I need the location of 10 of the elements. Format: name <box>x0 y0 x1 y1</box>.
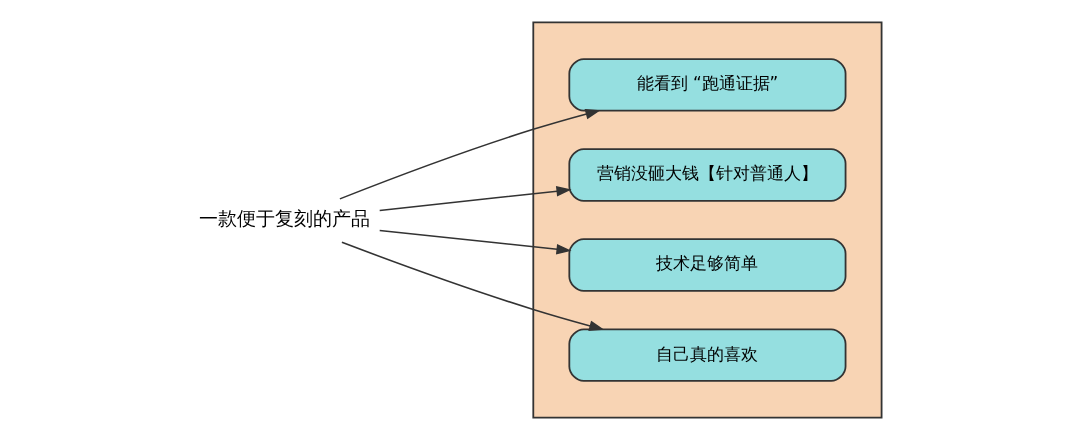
cluster <box>531 21 882 419</box>
node-box: 技术足够简单 <box>567 238 846 292</box>
arrow <box>338 108 601 200</box>
node-box: 能看到 “跑通证据” <box>567 58 846 112</box>
arrow <box>340 241 604 331</box>
node-box: 营销没砸大钱【针对普通人】 <box>567 148 846 202</box>
arrow <box>378 185 572 212</box>
node-text: 一款便于复刻的产品 <box>198 208 370 230</box>
node-box: 自己真的喜欢 <box>567 328 846 382</box>
arrow <box>378 229 572 255</box>
